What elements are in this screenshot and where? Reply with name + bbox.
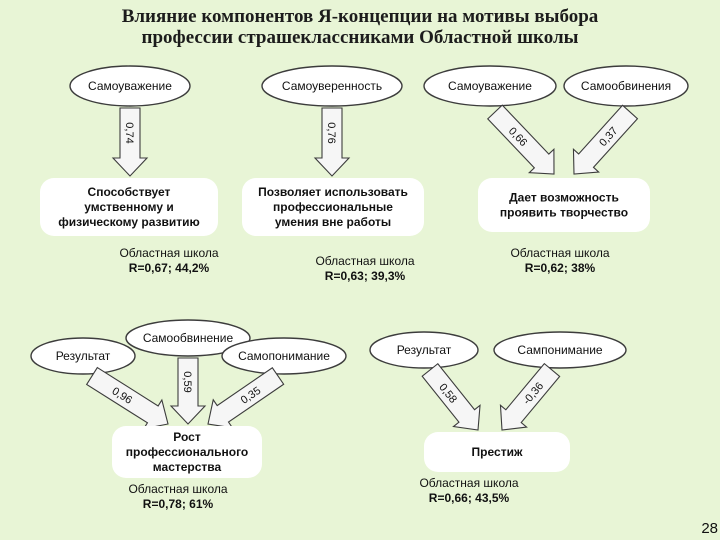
stat-block-4: Областная школа R=0,78; 61%: [113, 482, 243, 512]
arrow-4c: 0,35: [207, 366, 285, 429]
regression-stat: R=0,67; 44,2%: [128, 261, 210, 275]
arrow-4b: 0,59: [169, 357, 207, 425]
component-ellipse-4c: Самопонимание: [221, 337, 347, 375]
motive-line: проявить творчество: [500, 206, 628, 220]
arrow-shape: [421, 362, 481, 431]
component-label: Самообвинения: [581, 79, 671, 93]
regression-stat: R=0,78; 61%: [142, 497, 214, 511]
component-ellipse-4b: Самообвинение: [125, 319, 251, 357]
component-ellipse: [493, 331, 627, 369]
component-ellipse: [125, 319, 251, 357]
component-ellipse-3a: Самоуважение: [423, 65, 557, 107]
motive-box: [242, 178, 424, 236]
component-label: Самоуверенность: [282, 79, 382, 93]
component-ellipse: [261, 65, 403, 107]
motive-box: [40, 178, 218, 236]
school-label: Областная школа: [419, 476, 519, 490]
school-label: Областная школа: [315, 254, 415, 268]
arrow-shape: [499, 362, 561, 431]
arrow-5a: 0,58: [421, 362, 481, 431]
component-label: Сампонимание: [517, 343, 602, 357]
coefficient-label: 0,74: [123, 122, 135, 143]
arrow-2: 0,76: [313, 107, 351, 177]
regression-stat: R=0,66; 43,5%: [428, 491, 510, 505]
motive-line: Позволяет использовать: [258, 185, 408, 199]
motive-line: профессионального: [126, 445, 249, 459]
motive-line: Престиж: [472, 445, 523, 459]
arrow-shape: [111, 107, 149, 177]
component-ellipse: [423, 65, 557, 107]
component-label: Самоуважение: [88, 79, 172, 93]
component-label: Самоуважение: [448, 79, 532, 93]
motive-line: физическому развитию: [58, 215, 200, 229]
component-label: Результат: [397, 343, 452, 357]
component-ellipse: [563, 65, 689, 107]
coefficient-label: 0,59: [181, 371, 193, 392]
motive-box: [478, 178, 650, 232]
motive-line: Рост: [173, 430, 201, 444]
component-ellipse: [30, 337, 136, 375]
arrow-shape: [169, 357, 207, 425]
component-ellipse-5a: Результат: [369, 331, 479, 369]
arrow-shape: [486, 104, 555, 175]
regression-stat: R=0,62; 38%: [524, 261, 596, 275]
component-ellipse-3b: Самообвинения: [563, 65, 689, 107]
component-label: Результат: [56, 349, 111, 363]
stat-block-1: Областная школа R=0,67; 44,2%: [104, 246, 234, 276]
slide-title: Влияние компонентов Я-концепции на мотив…: [0, 6, 720, 48]
arrow-3b: 0,37: [572, 104, 639, 175]
arrow-shape: [313, 107, 351, 177]
component-ellipse-5b: Сампонимание: [493, 331, 627, 369]
motive-line: мастерства: [153, 460, 222, 474]
component-label: Самообвинение: [143, 331, 234, 345]
school-label: Областная школа: [510, 246, 610, 260]
motive-box-5: Престиж: [424, 432, 570, 472]
motive-line: умения вне работы: [275, 215, 391, 229]
stat-block-3: Областная школа R=0,62; 38%: [495, 246, 625, 276]
arrow-1: 0,74: [111, 107, 149, 177]
arrow-4a: 0,96: [85, 366, 169, 430]
motive-box: [424, 432, 570, 472]
page-number: 28: [701, 520, 718, 537]
arrow-shape: [572, 104, 639, 175]
component-ellipse: [369, 331, 479, 369]
component-ellipse-1: Самоуважение: [69, 65, 191, 107]
component-ellipse-4a: Результат: [30, 337, 136, 375]
motive-box: [112, 426, 262, 478]
component-label: Самопонимание: [238, 349, 330, 363]
stat-block-2: Областная школа R=0,63; 39,3%: [300, 254, 430, 284]
arrow-shape: [207, 366, 285, 429]
motive-line: Способствует: [88, 185, 171, 199]
title-line-2: профессии страшеклассниками Областной шк…: [141, 27, 579, 48]
arrow-5b: -0,36: [499, 362, 561, 431]
motive-line: профессиональные: [273, 200, 393, 214]
title-line-1: Влияние компонентов Я-концепции на мотив…: [121, 6, 599, 27]
component-ellipse: [221, 337, 347, 375]
regression-stat: R=0,63; 39,3%: [324, 269, 406, 283]
motive-line: Дает возможность: [509, 191, 619, 205]
stat-block-5: Областная школа R=0,66; 43,5%: [404, 476, 534, 506]
motive-line: умственному и: [84, 200, 173, 214]
component-ellipse-2: Самоуверенность: [261, 65, 403, 107]
coefficient-label: 0,76: [325, 122, 337, 143]
school-label: Областная школа: [128, 482, 228, 496]
arrow-3a: 0,66: [486, 104, 555, 175]
component-ellipse: [69, 65, 191, 107]
school-label: Областная школа: [119, 246, 219, 260]
motive-box-2: Позволяет использоватьпрофессиональныеум…: [242, 178, 424, 236]
